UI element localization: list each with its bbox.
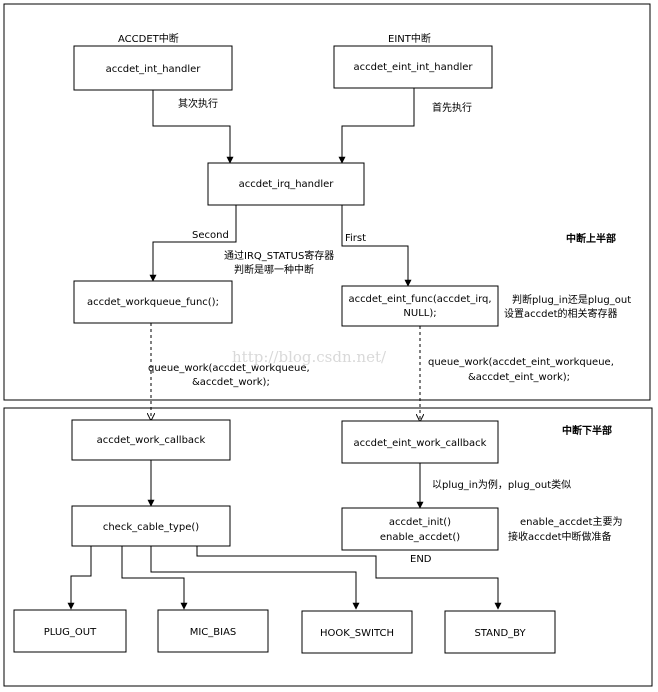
- arrow-to-plug-out: [67, 546, 92, 610]
- accdet-init-box: [341, 507, 499, 551]
- queue-work-note-1a: queue_work(accdet_workqueue,: [148, 363, 310, 374]
- queue-work-note-1b: &accdet_work);: [192, 377, 270, 388]
- enable-accdet-label: enable_accdet(): [380, 532, 460, 543]
- plug-judge-note-2: 设置accdet的相关寄存器: [504, 307, 618, 320]
- hook-switch-box: [301, 610, 413, 654]
- accdet-eint-int-handler-box: [333, 45, 493, 89]
- mic-bias-box: [157, 609, 269, 653]
- accdet-eint-work-callback-label: accdet_eint_work_callback: [354, 438, 487, 449]
- stand-by-label: STAND_BY: [474, 628, 526, 639]
- accdet-eint-func-label-1: accdet_eint_func(accdet_irq,: [348, 294, 491, 305]
- accdet-work-callback-box: [71, 419, 231, 461]
- accdet-irq-handler-label: accdet_irq_handler: [239, 179, 335, 190]
- accdet-work-callback-label: accdet_work_callback: [97, 435, 206, 446]
- accdet-workqueue-func-box: [73, 280, 233, 324]
- accdet-int-handler-label: accdet_int_handler: [106, 64, 202, 75]
- end-label: END: [410, 554, 432, 565]
- arrow-int-to-irq: [152, 90, 234, 164]
- plug-example-note: 以plug_in为例，plug_out类似: [432, 478, 571, 491]
- accdet-eint-work-callback-box: [341, 420, 499, 464]
- check-cable-type-label: check_cable_type(): [103, 522, 199, 533]
- hook-switch-label: HOOK_SWITCH: [320, 628, 394, 639]
- accdet-init-label: accdet_init(): [389, 517, 451, 528]
- arrow-to-hook-switch: [150, 546, 360, 610]
- enable-note-1: enable_accdet主要为: [520, 516, 622, 528]
- accdet-irq-handler-box: [207, 162, 365, 206]
- eint-irq-label: EINT中断: [388, 32, 431, 45]
- arrow-eint-to-irq: [338, 88, 415, 164]
- arrow-to-mic-bias: [121, 546, 188, 610]
- plug-out-label: PLUG_OUT: [44, 627, 97, 638]
- first-label: First: [345, 233, 366, 244]
- arrow-irq-to-workqueue: [149, 205, 237, 282]
- check-cable-type-box: [71, 505, 231, 547]
- arrow-irq-to-eint-func: [341, 205, 412, 287]
- second-label: Second: [192, 230, 229, 241]
- second-exec-label: 其次执行: [178, 97, 218, 110]
- irq-status-note-2: 判断是哪一种中断: [234, 263, 314, 276]
- accdet-workqueue-func-label: accdet_workqueue_func();: [87, 297, 219, 308]
- mic-bias-label: MIC_BIAS: [190, 627, 237, 638]
- accdet-int-handler-box: [73, 45, 233, 91]
- accdet-eint-func-label-2: NULL);: [403, 308, 436, 319]
- watermark: http://blog.csdn.net/: [232, 348, 387, 366]
- plug-out-box: [13, 609, 127, 653]
- first-exec-label: 首先执行: [432, 101, 472, 114]
- enable-note-2: 接收accdet中断做准备: [508, 530, 612, 543]
- irq-status-note-1: 通过IRQ_STATUS寄存器: [224, 249, 334, 262]
- bottom-half-title: 中断下半部: [562, 424, 612, 437]
- stand-by-box: [444, 610, 556, 654]
- arrow-to-stand-by: [196, 546, 502, 610]
- accdet-eint-int-handler-label: accdet_eint_int_handler: [354, 62, 474, 73]
- queue-work-note-2b: &accdet_eint_work);: [468, 372, 570, 383]
- plug-judge-note-1: 判断plug_in还是plug_out: [512, 293, 631, 306]
- queue-work-note-2a: queue_work(accdet_eint_workqueue,: [428, 357, 614, 368]
- top-half-title: 中断上半部: [566, 232, 616, 245]
- accdet-irq-label: ACCDET中断: [118, 32, 179, 45]
- accdet-eint-func-box: [341, 285, 499, 327]
